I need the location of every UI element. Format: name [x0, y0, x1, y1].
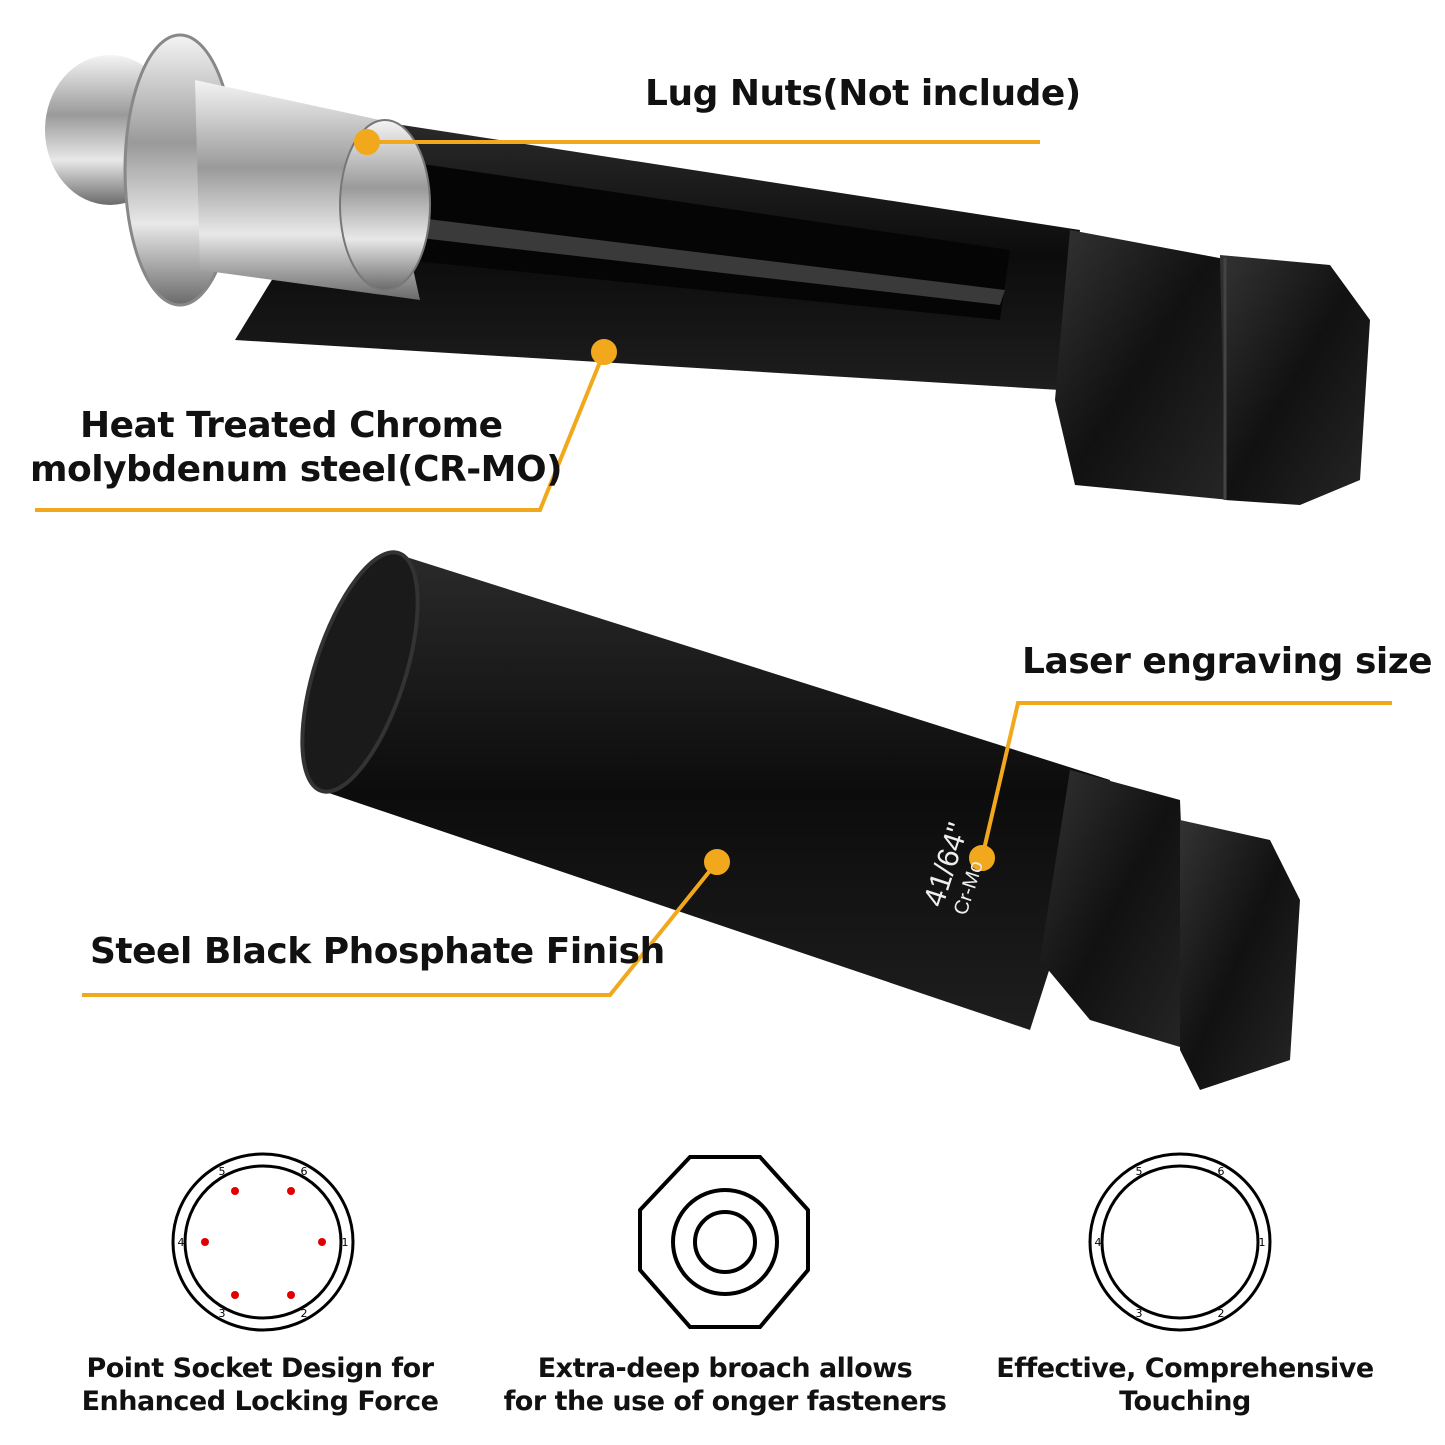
socket-number-left: 2: [301, 1307, 308, 1320]
lug-nut-image: [45, 33, 431, 307]
feature-caption-touching: Effective, Comprehensive Touching: [996, 1353, 1374, 1417]
callout-lug-nuts: Lug Nuts(Not include): [645, 73, 1081, 114]
socket-number-right: 2: [1218, 1307, 1225, 1320]
socket-number-right: 1: [1259, 1236, 1266, 1249]
feature-caption-broach: Extra-deep broach allows for the use of …: [503, 1353, 947, 1417]
callout-laser: Laser engraving size: [1022, 641, 1433, 682]
socket-number-right: 5: [1136, 1165, 1143, 1178]
socket-number-right: 3: [1136, 1307, 1143, 1320]
socket-number-left: 6: [301, 1165, 308, 1178]
socket-number-right: 6: [1218, 1165, 1225, 1178]
callout-lines: [35, 129, 1392, 997]
callout-material-line1: Heat Treated Chrome: [80, 405, 503, 446]
black-phosphate-socket: [300, 550, 1300, 1090]
cutaway-socket-key: [235, 120, 1370, 505]
socket-number-left: 1: [342, 1236, 349, 1249]
callout-finish: Steel Black Phosphate Finish: [90, 931, 665, 972]
callout-material-line2: molybdenum steel(CR-MO): [30, 449, 563, 490]
six-point-socket-with-red-dots-icon: [171, 1152, 355, 1332]
socket-number-left: 5: [219, 1165, 226, 1178]
feature-caption-point-socket: Point Socket Design for Enhanced Locking…: [81, 1353, 439, 1417]
octagon-broach-icon: [638, 1155, 810, 1329]
six-point-socket-icon: [1088, 1152, 1272, 1332]
socket-number-left: 4: [178, 1236, 185, 1249]
socket-number-left: 3: [219, 1307, 226, 1320]
socket-number-right: 4: [1095, 1236, 1102, 1249]
